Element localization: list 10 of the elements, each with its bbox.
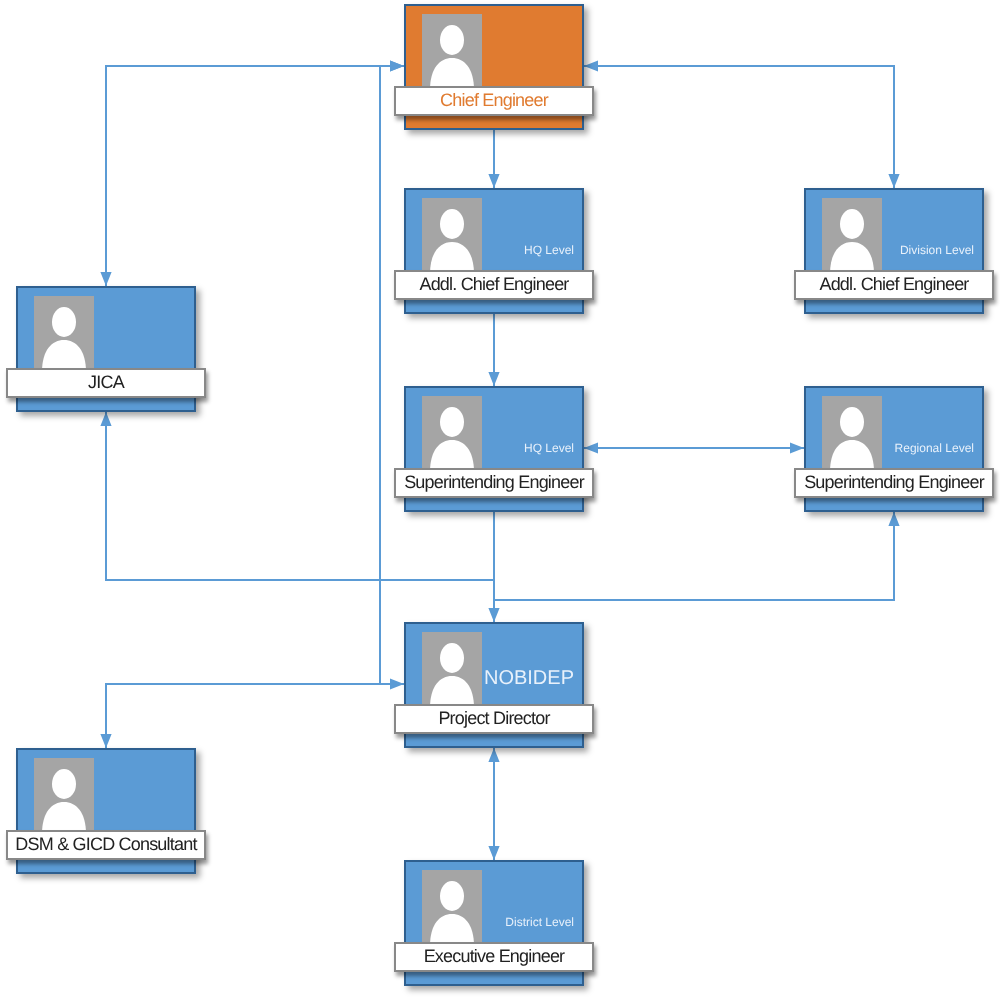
arrow xyxy=(100,683,405,749)
arrow xyxy=(379,60,405,690)
arrow xyxy=(488,129,500,189)
level-text: NOBIDEP xyxy=(483,668,574,690)
arrow xyxy=(488,313,500,387)
arrow xyxy=(488,511,500,623)
arrow xyxy=(493,511,900,623)
arrow xyxy=(488,747,500,861)
arrow xyxy=(583,60,900,189)
arrow xyxy=(583,442,805,454)
